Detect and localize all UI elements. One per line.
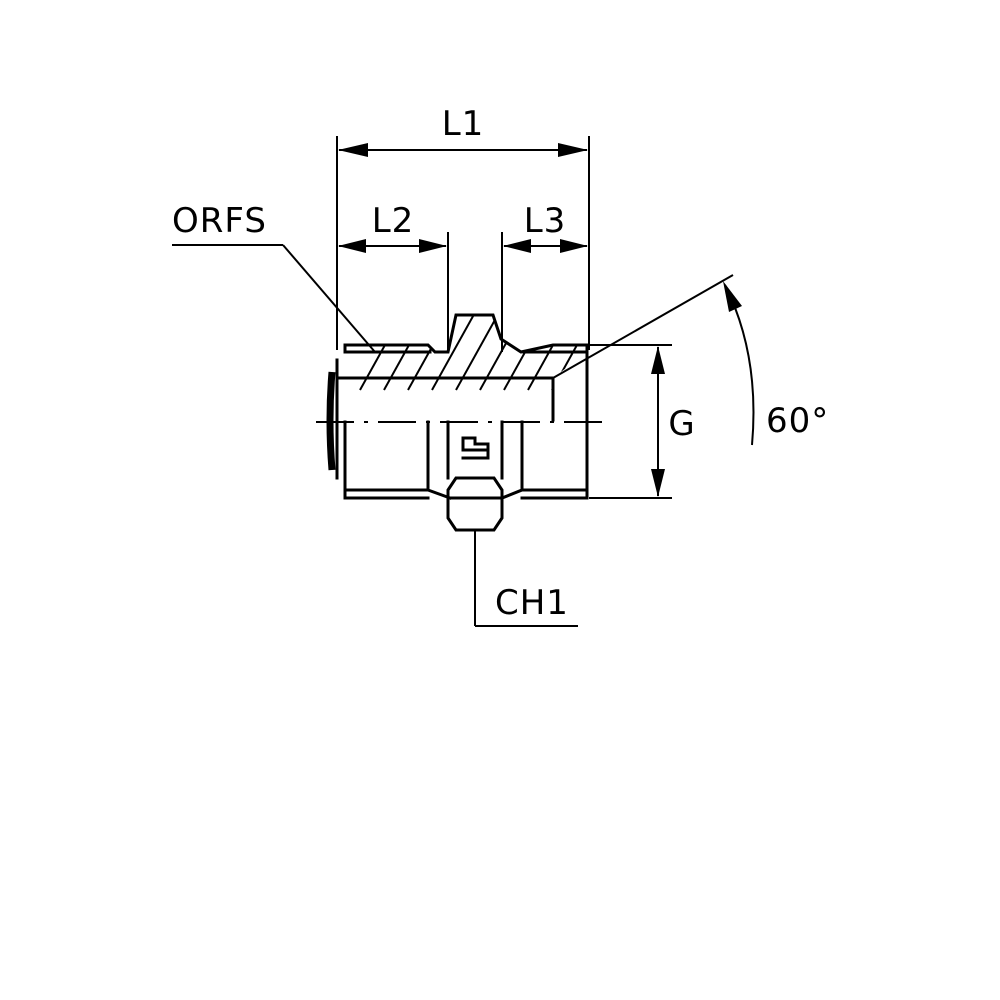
label-orfs: ORFS: [172, 201, 267, 241]
label-g: G: [668, 404, 695, 444]
dimension-g: G: [589, 344, 695, 499]
orfs-callout: ORFS: [172, 201, 376, 353]
dimension-l2: L2: [338, 201, 449, 350]
o-ring-seal: [326, 371, 336, 471]
dimension-l3: L3: [501, 201, 588, 352]
label-ch1: CH1: [495, 583, 569, 623]
label-l1: L1: [442, 104, 485, 144]
label-l3: L3: [524, 201, 567, 241]
dimension-l1: L1: [336, 104, 590, 350]
manufacturer-mark-icon: [461, 436, 490, 460]
label-angle: 60°: [766, 401, 829, 441]
ch1-callout: CH1: [474, 530, 578, 627]
fitting-body: [316, 313, 612, 532]
label-l2: L2: [372, 201, 415, 241]
dimension-angle: 60°: [552, 274, 829, 446]
